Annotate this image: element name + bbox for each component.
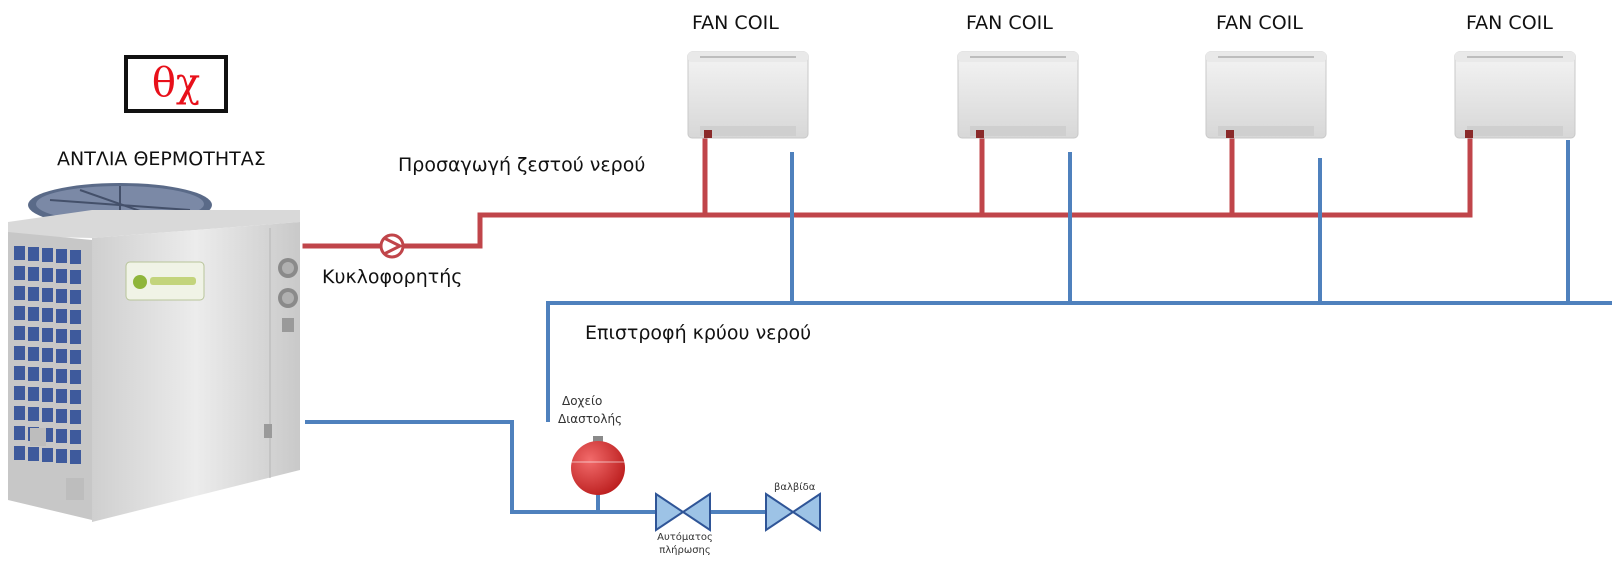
fan-coil-unit: [957, 51, 1079, 139]
autofill-label-line2: πλήρωσης: [659, 545, 711, 556]
fan-coil-unit: [1454, 51, 1576, 139]
fan-coil-unit: [687, 51, 809, 139]
heat-pump-unit: [8, 183, 300, 522]
heat-pump-grille: [14, 246, 81, 464]
hot-supply-pipe: [302, 127, 1473, 249]
hot-supply-label: Προσαγωγή ζεστού νερού: [398, 154, 646, 176]
circulator-pump-label: Κυκλοφορητής: [322, 266, 463, 288]
cold-return-label: Επιστροφή κρύου νερού: [585, 322, 812, 344]
heat-pump-label: ΑΝΤΛΙΑ ΘΕΡΜΟΤΗΤΑΣ: [57, 148, 266, 170]
valve-symbol: [765, 492, 821, 532]
heat-pump-symbol: θχ: [151, 60, 201, 106]
autofill-label-line1: Αυτόματος: [657, 532, 713, 543]
fan-coil-label-3: FAN COIL: [1216, 12, 1303, 34]
autofill-valve-symbol: [655, 492, 711, 532]
fan-coil-label-1: FAN COIL: [692, 12, 779, 34]
fan-coil-label-4: FAN COIL: [1466, 12, 1553, 34]
fan-coil-label-2: FAN COIL: [966, 12, 1053, 34]
expansion-tank-label-line1: Δοχείο: [562, 394, 603, 408]
expansion-tank: [571, 436, 625, 495]
fan-coil-unit: [1205, 51, 1327, 139]
cold-return-pipe: [305, 140, 1612, 514]
heat-pump-symbol-box: θχ: [124, 55, 228, 113]
expansion-tank-label-line2: Διαστολής: [558, 412, 623, 426]
valve-label: βαλβίδα: [774, 482, 816, 493]
circulator-pump-symbol: [379, 233, 405, 259]
